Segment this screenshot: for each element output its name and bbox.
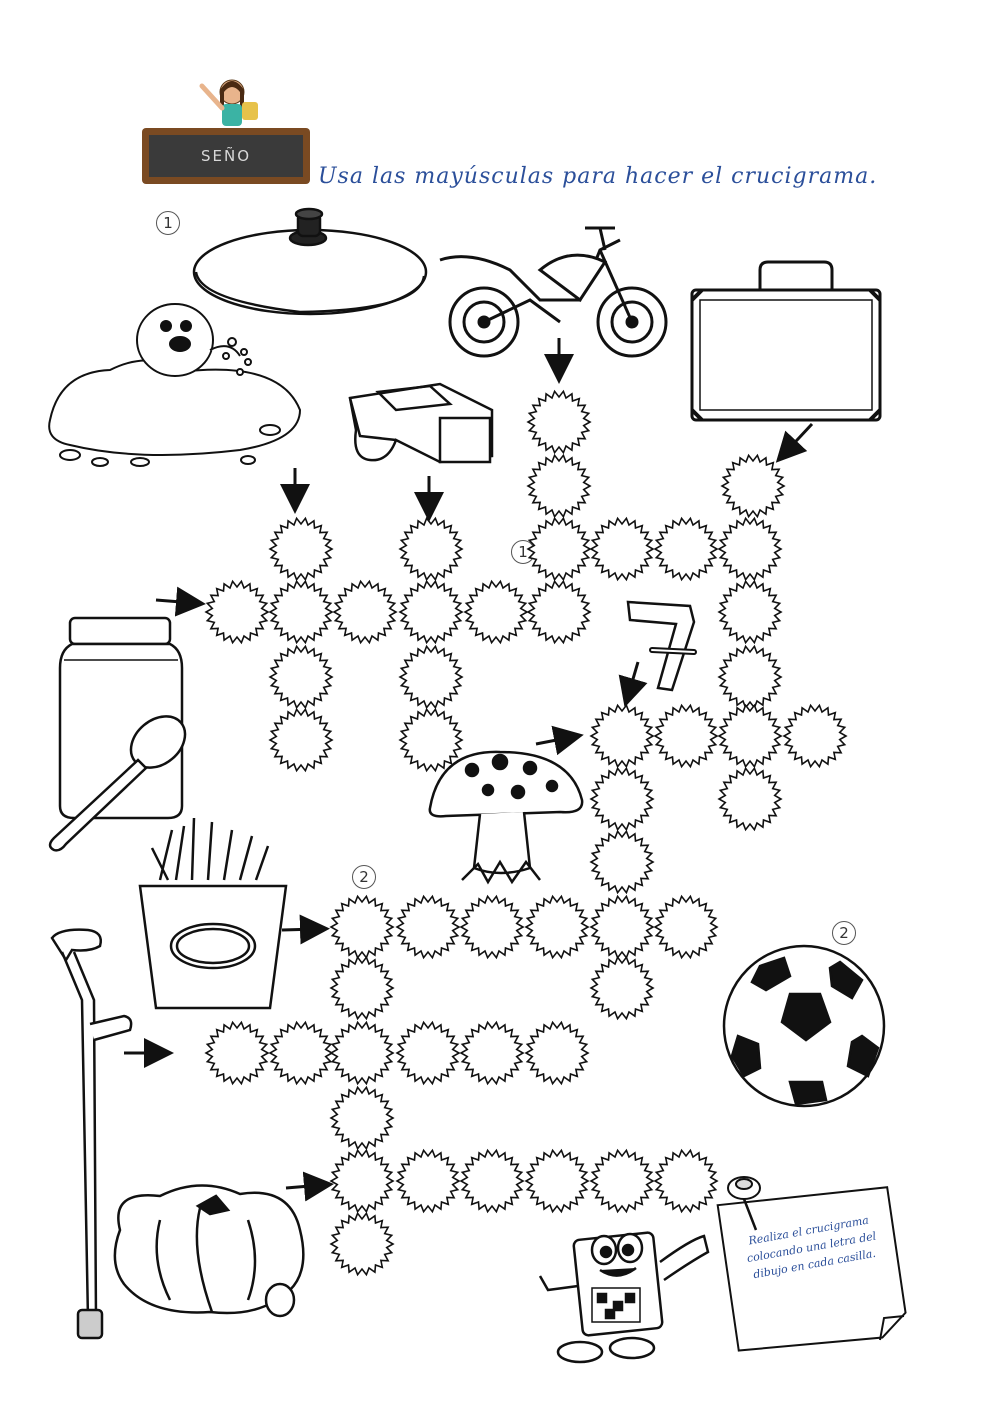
crossword-cell[interactable] — [526, 516, 592, 582]
instruction-note-text: Realiza el crucigrama colocando una letr… — [745, 1213, 878, 1282]
mushroom-icon — [428, 750, 584, 885]
pushpin-icon — [727, 1176, 761, 1231]
crossword-cell[interactable] — [398, 516, 464, 582]
crossword-mascot-icon — [538, 1231, 710, 1364]
crossword-cell[interactable] — [268, 707, 334, 773]
crossword-cell[interactable] — [653, 1148, 719, 1214]
crossword-cell[interactable] — [329, 955, 395, 1021]
crossword-cell[interactable] — [329, 1020, 395, 1086]
crossword-cell[interactable] — [398, 579, 464, 645]
crossword-cell[interactable] — [329, 1211, 395, 1277]
crossword-cell[interactable] — [268, 644, 334, 710]
crossword-cell[interactable] — [329, 1085, 395, 1151]
teacher-sign: SEÑO — [142, 128, 310, 184]
clue-number-pot-lid: 1 — [156, 211, 180, 235]
crossword-cell[interactable] — [782, 703, 848, 769]
pot-lid-icon — [192, 207, 428, 316]
crossword-cell[interactable] — [589, 766, 655, 832]
mole-icon — [48, 303, 302, 467]
crossword-cell[interactable] — [526, 453, 592, 519]
clue-number-ball: 2 — [832, 921, 856, 945]
crossword-cell[interactable] — [526, 579, 592, 645]
crossword-cell[interactable] — [717, 579, 783, 645]
crossword-cell[interactable] — [589, 516, 655, 582]
crossword-cell[interactable] — [268, 516, 334, 582]
crossword-cell[interactable] — [395, 1020, 461, 1086]
crossword-cell[interactable] — [717, 644, 783, 710]
crossword-cell[interactable] — [395, 894, 461, 960]
crossword-cell[interactable] — [717, 516, 783, 582]
pumpkin-icon — [113, 1184, 305, 1318]
crossword-cell[interactable] — [524, 894, 590, 960]
crossword-cell[interactable] — [459, 1020, 525, 1086]
jar-icon — [58, 616, 184, 820]
crossword-cell[interactable] — [329, 1148, 395, 1214]
crossword-cell[interactable] — [589, 894, 655, 960]
note-paper — [716, 1186, 907, 1352]
crossword-grid — [204, 389, 848, 1277]
crossword-cell[interactable] — [589, 829, 655, 895]
crossword-cell[interactable] — [268, 1020, 334, 1086]
teacher-sign-text: SEÑO — [149, 135, 303, 177]
crossword-cell[interactable] — [329, 894, 395, 960]
crossword-cell[interactable] — [398, 644, 464, 710]
crossword-cell[interactable] — [717, 766, 783, 832]
page-title: Usa las mayúsculas para hacer el crucigr… — [318, 164, 878, 189]
crossword-cell[interactable] — [398, 707, 464, 773]
crossword-cell[interactable] — [524, 1148, 590, 1214]
crossword-cell[interactable] — [653, 516, 719, 582]
crossword-cell[interactable] — [717, 703, 783, 769]
crossword-cell[interactable] — [589, 955, 655, 1021]
crossword-cell[interactable] — [332, 579, 398, 645]
fries-icon — [138, 817, 288, 1010]
crossword-cell[interactable] — [459, 894, 525, 960]
crossword-cell[interactable] — [204, 579, 270, 645]
instruction-note: Realiza el crucigrama colocando una letr… — [711, 1186, 907, 1351]
clue-arrows — [124, 338, 814, 1202]
seven-icon — [626, 600, 697, 692]
whistle-icon — [348, 382, 494, 464]
soccer-ball-icon — [722, 944, 886, 1108]
crossword-cell[interactable] — [524, 1020, 590, 1086]
crossword-cell[interactable] — [653, 894, 719, 960]
crutch-icon — [50, 928, 133, 1340]
crossword-cell[interactable] — [526, 389, 592, 455]
crossword-cell[interactable] — [589, 1148, 655, 1214]
crossword-cell[interactable] — [395, 1148, 461, 1214]
motorcycle-icon — [439, 226, 668, 358]
clue-number-fries: 2 — [352, 865, 376, 889]
crossword-cell[interactable] — [589, 703, 655, 769]
teacher-avatar-icon — [196, 74, 266, 134]
crossword-cell[interactable] — [653, 703, 719, 769]
crossword-cell[interactable] — [459, 1148, 525, 1214]
suitcase-icon — [690, 260, 882, 422]
crossword-cell[interactable] — [268, 579, 334, 645]
crossword-cell[interactable] — [463, 579, 529, 645]
spoon-icon — [48, 715, 187, 852]
crossword-cell[interactable] — [720, 453, 786, 519]
crossword-cell[interactable] — [204, 1020, 270, 1086]
